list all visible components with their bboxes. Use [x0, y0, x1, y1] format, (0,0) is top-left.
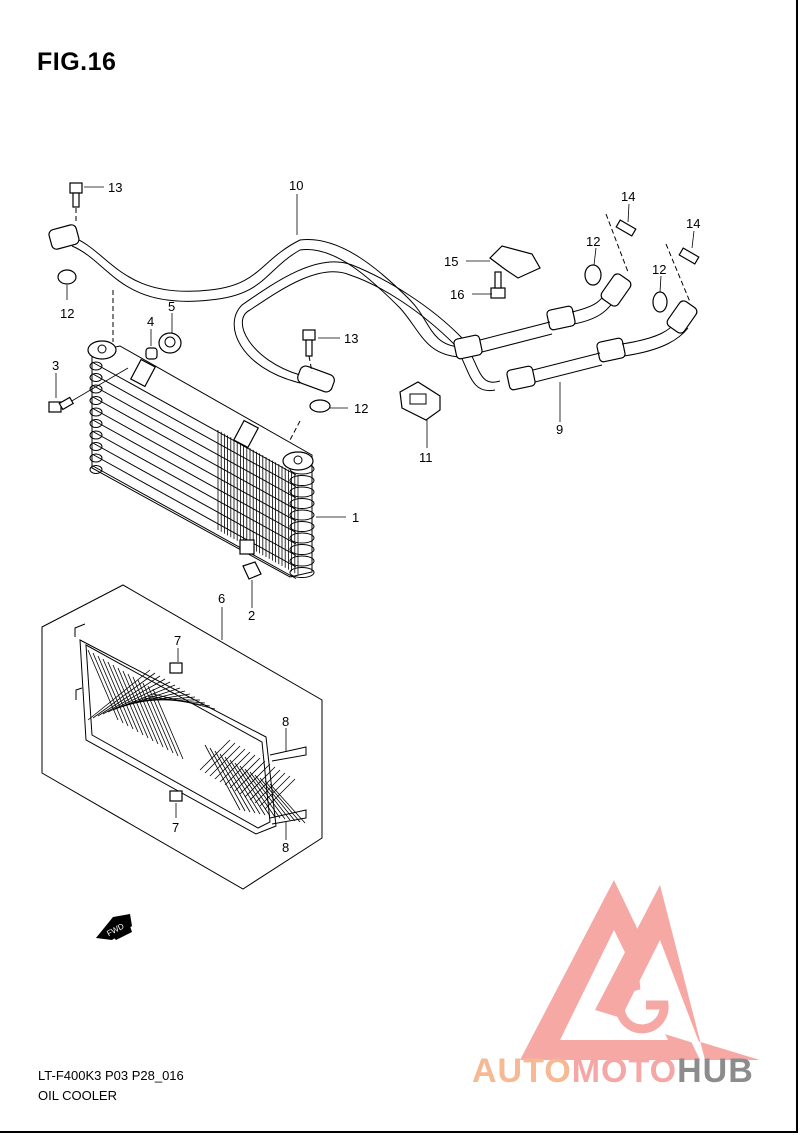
clip-part-2	[242, 561, 262, 580]
callout-12-d: 12	[652, 262, 666, 277]
callout-9: 9	[556, 422, 563, 437]
bolt-part-3	[48, 367, 129, 413]
callout-7-upper: 7	[174, 633, 181, 648]
callout-10: 10	[289, 178, 303, 193]
fwd-arrow-icon: FWD	[96, 914, 132, 940]
callout-2: 2	[248, 608, 255, 623]
callout-14-right: 14	[686, 216, 700, 231]
callout-14-left: 14	[621, 189, 635, 204]
o-ring-part-12	[57, 264, 668, 413]
oil-cooler-core	[87, 340, 315, 579]
callout-6: 6	[218, 591, 225, 606]
bracket-part-15	[489, 245, 541, 279]
callout-13-upper: 13	[108, 180, 122, 195]
callout-16: 16	[450, 287, 464, 302]
callout-8-lower: 8	[282, 840, 289, 855]
callout-12-b: 12	[354, 401, 368, 416]
figure-title: FIG.16	[37, 48, 117, 76]
bolt-part-16	[490, 271, 506, 299]
leader-lines	[55, 186, 695, 840]
figure-footer: LT-F400K3 P03 P28_016 OIL COOLER	[38, 1066, 184, 1106]
callout-8-upper: 8	[282, 714, 289, 729]
callout-1: 1	[352, 510, 359, 525]
grommet-part-5	[158, 332, 182, 354]
watermark-text: AUTOMOTOHUB	[472, 1052, 754, 1091]
damper-part-11	[399, 381, 441, 421]
callout-4: 4	[147, 314, 154, 329]
oil-cooler-guard-part-6	[41, 584, 323, 890]
model-code: LT-F400K3 P03 P28_016	[38, 1068, 184, 1083]
callout-12-a: 12	[60, 306, 74, 321]
bolt-part-13-upper	[69, 182, 83, 222]
callout-11: 11	[419, 450, 433, 465]
callout-7-lower: 7	[172, 820, 179, 835]
oil-hose-part-10	[48, 224, 698, 393]
watermark-logo	[520, 880, 760, 1060]
section-name: OIL COOLER	[38, 1088, 117, 1103]
callout-numbers: 1 2 3 4 5 6 7 7 8 8 9 10 11 12 12 12 12 …	[52, 178, 700, 855]
callout-12-c: 12	[586, 234, 600, 249]
watermark-hub: HUB	[677, 1052, 754, 1090]
callout-5: 5	[168, 299, 175, 314]
bolt-part-14-right	[678, 247, 700, 265]
watermark-moto: MOTO	[571, 1052, 678, 1090]
bolt-part-13-lower	[302, 329, 316, 373]
callout-13-lower: 13	[344, 331, 358, 346]
callout-3: 3	[52, 358, 59, 373]
callout-15: 15	[444, 254, 458, 269]
watermark-auto: AUTO	[472, 1052, 572, 1090]
bushing-part-4	[145, 347, 158, 360]
bolt-part-14-left	[615, 219, 637, 237]
